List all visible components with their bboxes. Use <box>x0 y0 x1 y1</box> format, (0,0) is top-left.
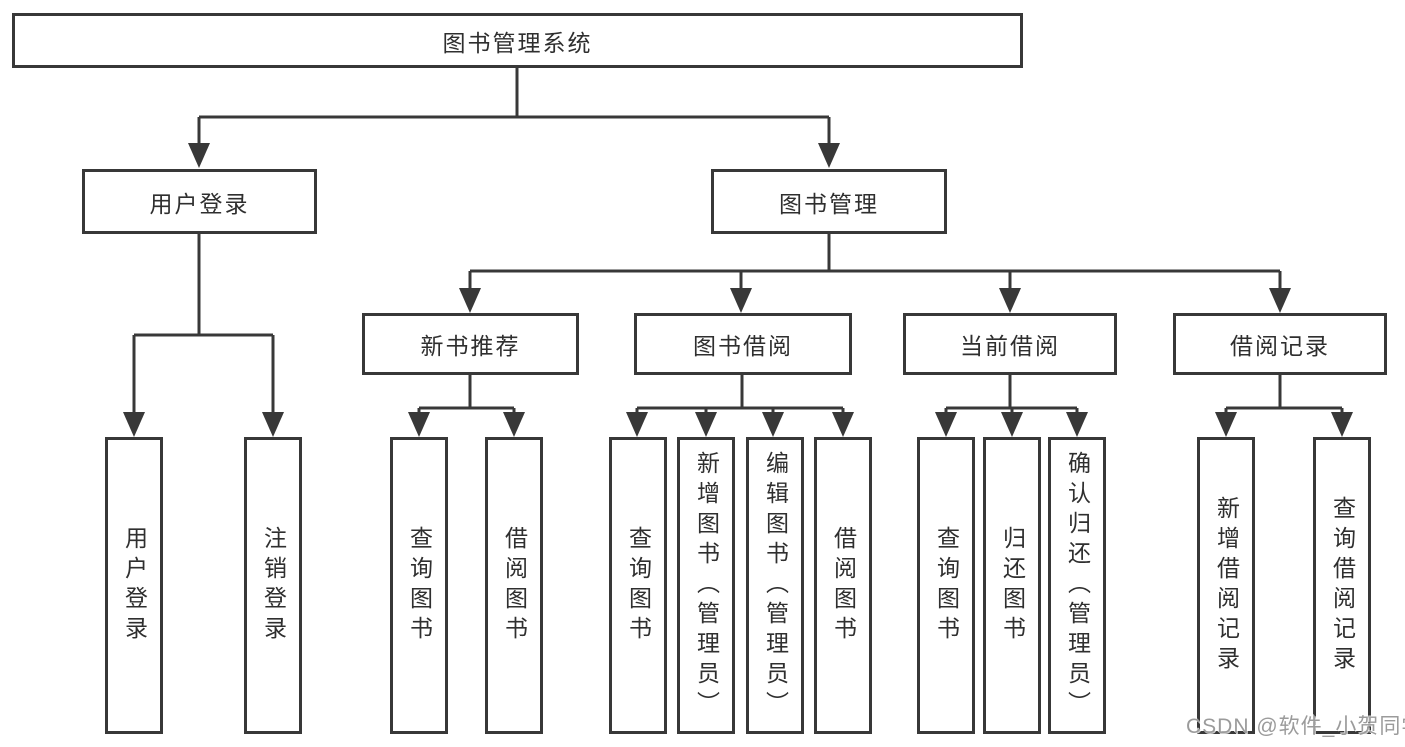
node-leaf-add-borrow-record: 新增借阅记录 <box>1197 437 1255 734</box>
leaf-label: 查询借阅记录 <box>1329 495 1356 676</box>
node-borrow-records: 借阅记录 <box>1173 313 1387 375</box>
node-library-management-system: 图书管理系统 <box>12 13 1023 68</box>
node-leaf-query-books-recommend: 查询图书 <box>390 437 448 734</box>
node-leaf-query-borrow-record: 查询借阅记录 <box>1313 437 1371 734</box>
node-leaf-edit-books-admin: 编辑图书（管理员） <box>746 437 804 734</box>
leaf-label: 确认归还（管理员） <box>1064 450 1091 721</box>
node-user-login: 用户登录 <box>82 169 317 234</box>
leaf-label: 用户登录 <box>121 525 148 646</box>
node-new-book-recommend: 新书推荐 <box>362 313 579 375</box>
node-leaf-borrow-books-recommend: 借阅图书 <box>485 437 543 734</box>
node-leaf-return-books: 归还图书 <box>983 437 1041 734</box>
node-leaf-confirm-return-admin: 确认归还（管理员） <box>1048 437 1106 734</box>
node-leaf-user-login: 用户登录 <box>105 437 163 734</box>
leaf-label: 归还图书 <box>999 525 1026 646</box>
node-leaf-borrow-books: 借阅图书 <box>814 437 872 734</box>
node-leaf-add-books-admin: 新增图书（管理员） <box>677 437 735 734</box>
node-book-management: 图书管理 <box>711 169 947 234</box>
node-leaf-query-books-borrowing: 查询图书 <box>609 437 667 734</box>
node-current-borrowing: 当前借阅 <box>903 313 1117 375</box>
csdn-watermark: CSDN @软件_小贺同学 <box>1186 715 1405 738</box>
leaf-label: 查询图书 <box>406 525 433 646</box>
arrowheads <box>123 143 1353 437</box>
node-book-borrowing: 图书借阅 <box>634 313 852 375</box>
leaf-label: 新增图书（管理员） <box>693 450 720 721</box>
leaf-label: 查询图书 <box>625 525 652 646</box>
leaf-label: 借阅图书 <box>830 525 857 646</box>
leaf-label: 注销登录 <box>260 525 287 646</box>
node-leaf-query-books-current: 查询图书 <box>917 437 975 734</box>
leaf-label: 新增借阅记录 <box>1213 495 1240 676</box>
leaf-label: 借阅图书 <box>501 525 528 646</box>
leaf-label: 编辑图书（管理员） <box>762 450 789 721</box>
node-leaf-logout: 注销登录 <box>244 437 302 734</box>
leaf-label: 查询图书 <box>933 525 960 646</box>
